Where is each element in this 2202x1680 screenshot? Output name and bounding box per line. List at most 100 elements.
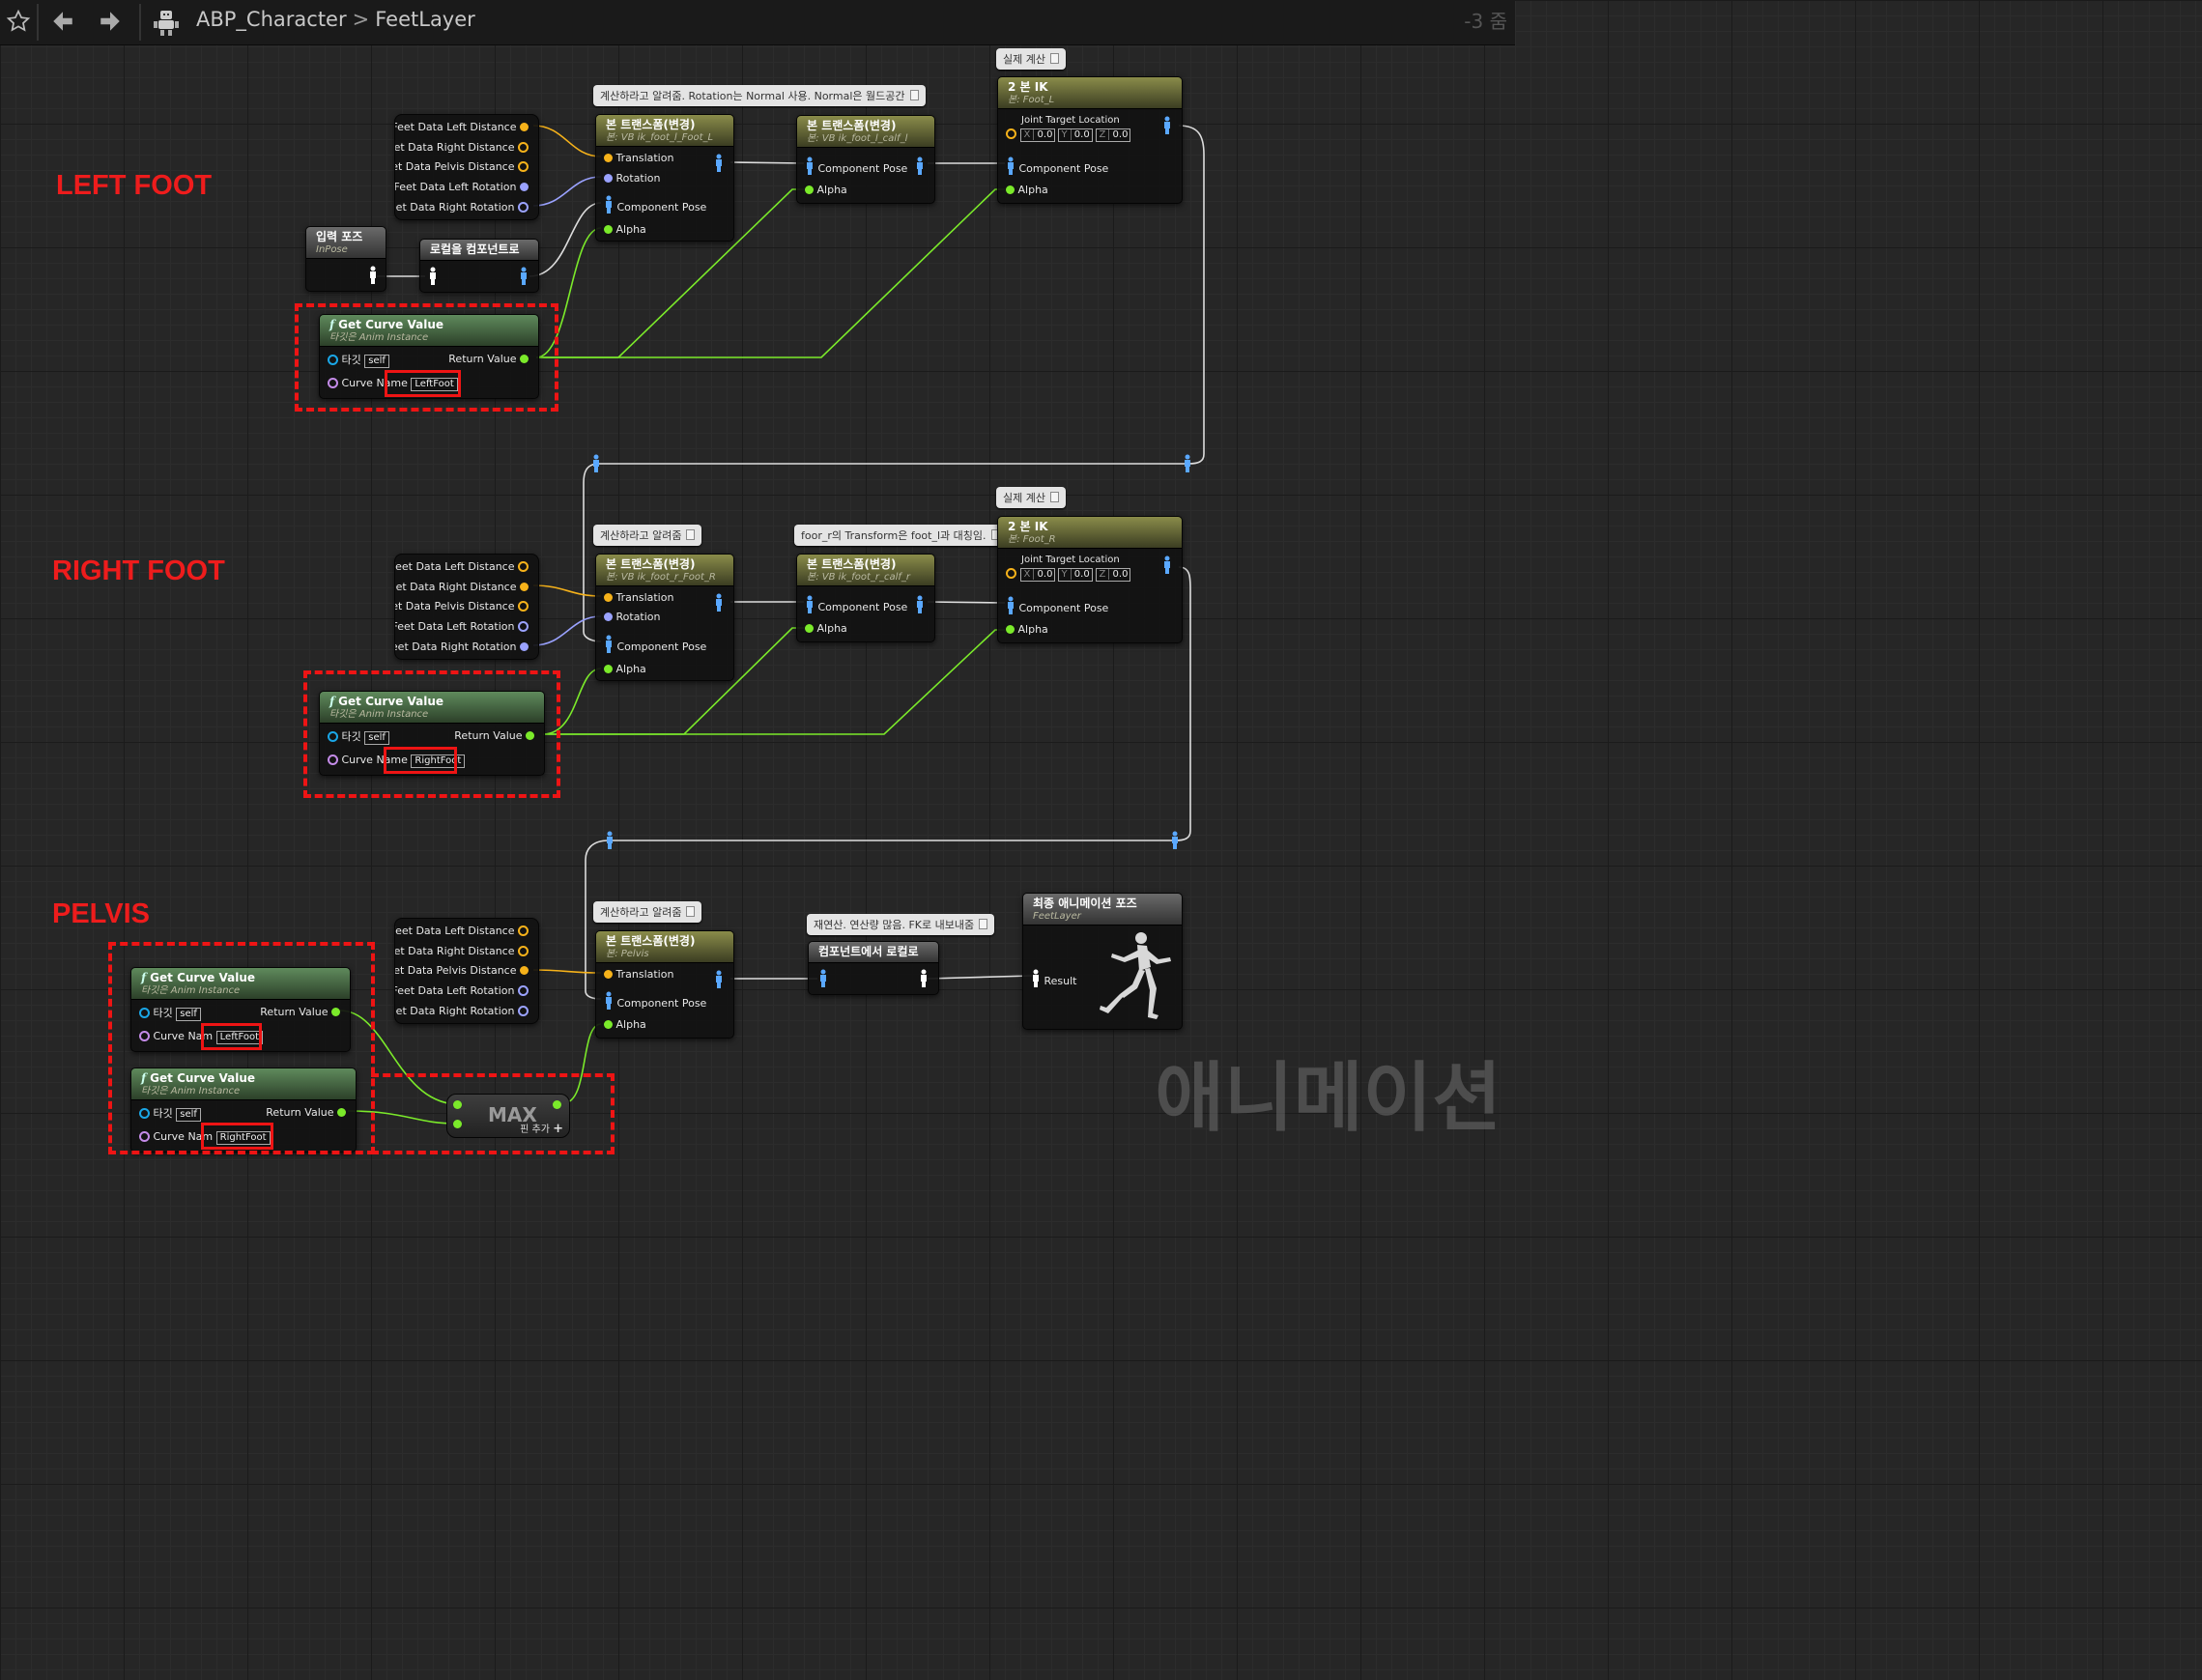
z-field[interactable]: Z 0.0 — [1095, 128, 1130, 142]
curve-name-field[interactable]: LeftFoot — [411, 378, 458, 391]
component-to-local-node[interactable]: 컴포넌트에서 로컬로 — [808, 941, 939, 995]
translation-pin[interactable]: Translation — [604, 968, 673, 982]
pin-left-rotation[interactable]: Feet Data Left Rotation — [395, 181, 529, 194]
comment-bubble[interactable]: foor_r의 Transform은 foot_l과 대칭임. — [794, 525, 1007, 546]
target-pin[interactable]: 타깃 self — [139, 1007, 201, 1021]
alpha-pin[interactable]: Alpha — [805, 622, 847, 636]
output-pose-pin-icon[interactable] — [714, 593, 724, 612]
pin-right-rotation[interactable]: Feet Data Right Rotation — [395, 201, 529, 214]
return-value-pin[interactable]: Return Value — [266, 1106, 346, 1120]
target-pin[interactable]: 타깃 self — [328, 730, 389, 745]
comment-bubble[interactable]: 재연산. 연산량 많음. FK로 내보내줌 — [807, 914, 995, 935]
comment-bubble[interactable]: 계산하라고 알려줌 — [593, 901, 702, 923]
pin-icon[interactable] — [686, 906, 696, 917]
component-pose-pin-icon[interactable] — [818, 969, 828, 988]
curve-name-pin[interactable]: Curve Nam LeftFoot — [139, 1030, 264, 1044]
feet-data-node[interactable]: Feet Data Left Distance Feet Data Right … — [394, 114, 539, 220]
component-pose-pin[interactable]: Component Pose — [805, 595, 907, 614]
comment-bubble[interactable]: 계산하라고 알려줌 — [593, 525, 702, 546]
target-pin[interactable]: 타깃 self — [328, 354, 389, 368]
breadcrumb-root[interactable]: ABP_Character — [196, 8, 347, 31]
z-field[interactable]: Z 0.0 — [1095, 568, 1130, 582]
y-field[interactable]: Y 0.0 — [1057, 568, 1093, 582]
max-node[interactable]: MAX 핀 추가 + — [446, 1094, 570, 1138]
bone-transform-node[interactable]: 본 트랜스폼(변경)본: VB ik_foot_l_Foot_L Transla… — [595, 114, 734, 242]
output-pose-pin-icon[interactable] — [714, 970, 724, 989]
pin-icon[interactable] — [686, 529, 696, 540]
x-field[interactable]: X 0.0 — [1019, 568, 1055, 582]
output-pose-pin-icon[interactable] — [1162, 116, 1172, 135]
component-pose-pin[interactable]: Component Pose — [604, 991, 706, 1011]
pin-icon[interactable] — [979, 919, 988, 929]
alpha-pin[interactable]: Alpha — [604, 223, 646, 237]
output-pose-pin-icon[interactable] — [714, 154, 724, 173]
curve-name-field[interactable]: RightFoot — [215, 1131, 271, 1145]
output-pose-pin-icon[interactable] — [1162, 555, 1172, 575]
reroute-pose-pin-icon[interactable] — [591, 454, 601, 477]
pin-left-rotation[interactable]: Feet Data Left Rotation — [395, 984, 529, 998]
curve-name-pin[interactable]: Curve Name RightFoot — [328, 754, 466, 768]
back-arrow-icon[interactable] — [50, 9, 75, 34]
component-pose-pin[interactable]: Component Pose — [604, 635, 706, 654]
bone-transform-node[interactable]: 본 트랜스폼(변경)본: Pelvis Translation Componen… — [595, 930, 734, 1039]
rotation-pin[interactable]: Rotation — [604, 172, 661, 185]
return-value-pin[interactable]: Return Value — [448, 353, 529, 366]
component-pose-pin[interactable]: Component Pose — [1006, 596, 1108, 615]
add-pin-button[interactable]: 핀 추가 + — [520, 1122, 563, 1136]
breadcrumb-leaf[interactable]: FeetLayer — [375, 8, 475, 31]
star-icon[interactable] — [6, 9, 31, 34]
rotation-pin[interactable]: Rotation — [604, 611, 661, 624]
pin-right-distance[interactable]: Feet Data Right Distance — [395, 581, 529, 594]
component-pose-pin-icon[interactable] — [519, 267, 529, 286]
bone-transform-node[interactable]: 본 트랜스폼(변경)본: VB ik_foot_r_calf_r Compone… — [796, 554, 935, 642]
pin-left-distance[interactable]: Feet Data Left Distance — [395, 560, 529, 574]
pin-right-rotation[interactable]: Feet Data Right Rotation — [395, 1005, 529, 1018]
target-pin[interactable]: 타깃 self — [139, 1107, 201, 1122]
alpha-pin[interactable]: Alpha — [1006, 184, 1048, 197]
comment-bubble[interactable]: 계산하라고 알려줌. Rotation는 Normal 사용. Normal은 … — [593, 85, 926, 106]
bone-transform-node[interactable]: 본 트랜스폼(변경)본: VB ik_foot_r_Foot_R Transla… — [595, 554, 734, 681]
pin-icon[interactable] — [909, 90, 919, 100]
component-pose-pin[interactable]: Component Pose — [805, 157, 907, 176]
pin-pelvis-distance[interactable]: Feet Data Pelvis Distance — [395, 160, 529, 174]
pin-icon[interactable] — [1049, 53, 1059, 64]
pin-pelvis-distance[interactable]: Feet Data Pelvis Distance — [395, 964, 529, 978]
result-pin[interactable]: Result — [1031, 969, 1077, 988]
forward-arrow-icon[interactable] — [98, 9, 123, 34]
pin-icon[interactable] — [1049, 492, 1059, 502]
pin-left-distance[interactable]: Feet Data Left Distance — [395, 925, 529, 938]
alpha-pin[interactable]: Alpha — [604, 1018, 646, 1032]
pin-right-rotation[interactable]: Feet Data Right Rotation — [395, 641, 529, 654]
feet-data-node[interactable]: Feet Data Left Distance Feet Data Right … — [394, 554, 539, 660]
alpha-pin[interactable]: Alpha — [1006, 623, 1048, 637]
pin-pelvis-distance[interactable]: Feet Data Pelvis Distance — [395, 600, 529, 613]
output-pose-pin-icon[interactable] — [915, 157, 925, 176]
bone-transform-node[interactable]: 본 트랜스폼(변경)본: VB ik_foot_l_calf_l Compone… — [796, 115, 935, 204]
alpha-pin[interactable]: Alpha — [805, 184, 847, 197]
curve-name-field[interactable]: RightFoot — [411, 755, 466, 768]
translation-pin[interactable]: Translation — [604, 591, 673, 605]
pin-right-distance[interactable]: Feet Data Right Distance — [395, 141, 529, 155]
local-to-component-node[interactable]: 로컬을 컴포넌트로 — [419, 239, 539, 293]
alpha-pin[interactable]: Alpha — [604, 663, 646, 676]
reroute-pose-pin-icon[interactable] — [1183, 454, 1192, 477]
return-value-pin[interactable]: Return Value — [454, 729, 534, 743]
translation-pin[interactable]: Translation — [604, 152, 673, 165]
reroute-pose-pin-icon[interactable] — [1170, 831, 1180, 854]
max-input-a-pin[interactable] — [453, 1100, 462, 1109]
pose-pin-icon[interactable] — [368, 266, 378, 285]
curve-name-pin[interactable]: Curve Name LeftFoot — [328, 377, 458, 391]
feet-data-node[interactable]: Feet Data Left Distance Feet Data Right … — [394, 918, 539, 1024]
max-output-pin[interactable] — [553, 1100, 561, 1109]
component-pose-pin[interactable]: Component Pose — [604, 195, 706, 214]
comment-bubble[interactable]: 실제 계산 — [996, 48, 1066, 70]
pin-left-distance[interactable]: Feet Data Left Distance — [395, 121, 529, 134]
